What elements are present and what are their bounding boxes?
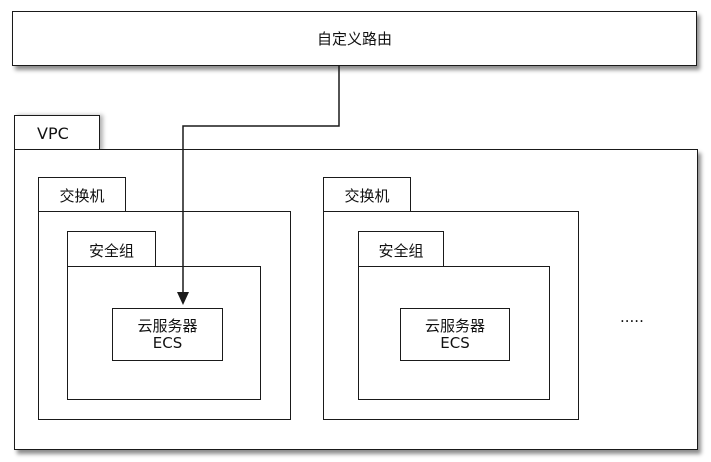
vpc-tab: VPC (14, 115, 100, 151)
ecs-server-type-2: ECS (440, 333, 470, 352)
ecs-server-box-1: 云服务器 ECS (112, 308, 223, 361)
vpc-label: VPC (37, 124, 69, 143)
switch-label-1: 交换机 (59, 187, 105, 205)
more-ellipsis: ..... (620, 308, 644, 326)
ecs-server-name-1: 云服务器 (137, 316, 198, 335)
security-group-tab-2: 安全组 (358, 231, 444, 268)
security-group-label-1: 安全组 (88, 241, 134, 260)
switch-tab-1: 交换机 (38, 177, 126, 213)
ecs-server-type-1: ECS (152, 333, 183, 352)
custom-route-label: 自定义路由 (316, 30, 392, 48)
security-group-tab-1: 安全组 (67, 231, 156, 268)
ecs-server-box-2: 云服务器 ECS (400, 308, 510, 361)
switch-tab-2: 交换机 (323, 177, 411, 213)
ecs-server-name-2: 云服务器 (424, 316, 485, 335)
custom-route-box: 自定义路由 (12, 11, 697, 66)
switch-label-2: 交换机 (344, 187, 390, 205)
more-ellipsis-text: ..... (620, 308, 644, 326)
security-group-label-2: 安全组 (378, 241, 424, 260)
